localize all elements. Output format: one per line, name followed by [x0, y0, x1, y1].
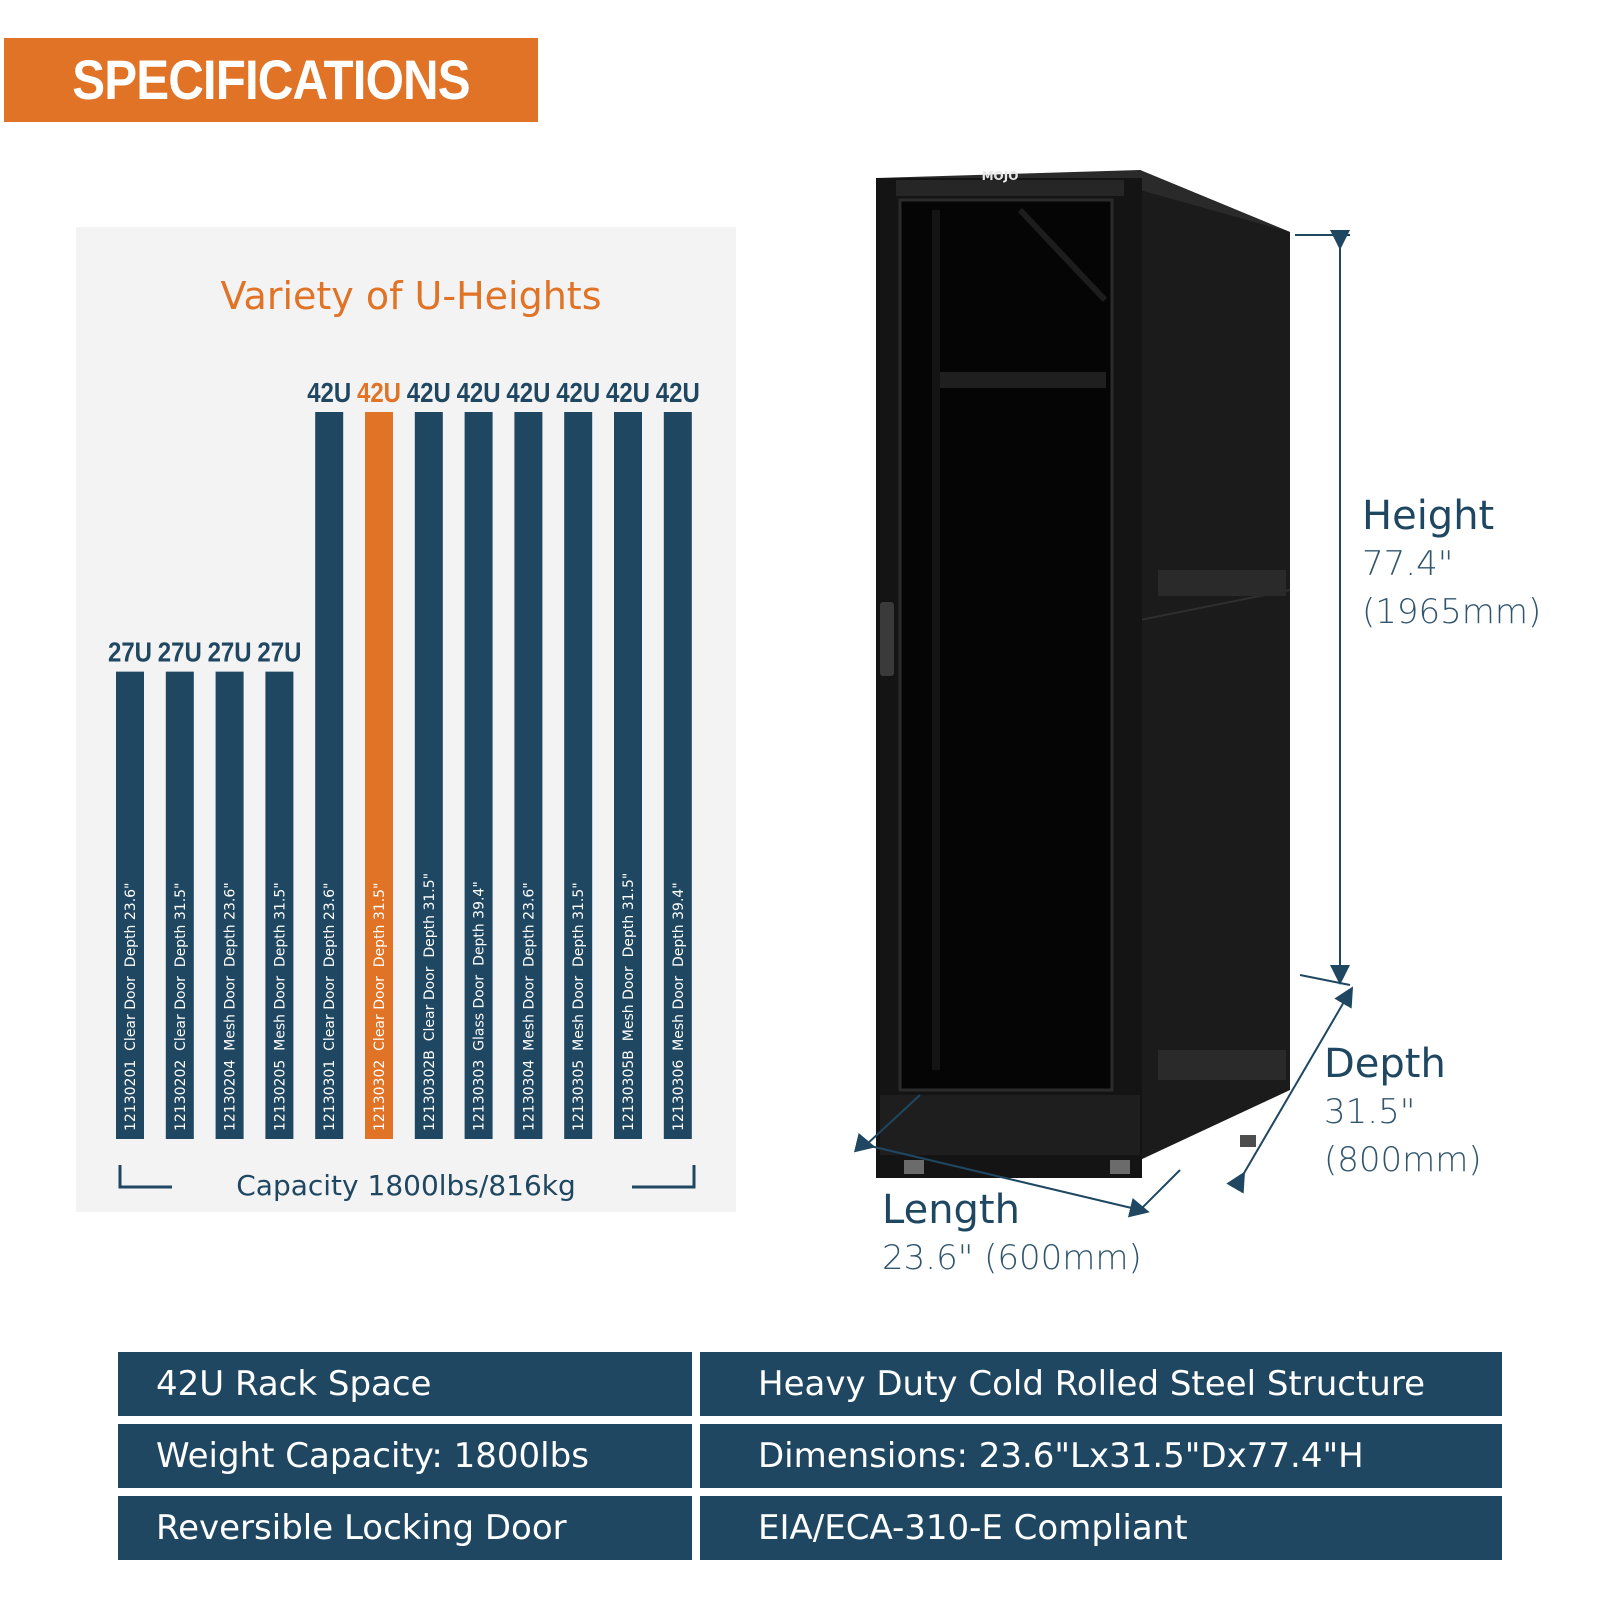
height-value-mm: (1965mm)	[1362, 592, 1542, 632]
bar-value-label: 42U	[457, 377, 501, 408]
depth-label: Depth	[1324, 1041, 1446, 1087]
bar-12130204	[215, 671, 244, 1139]
spec-cell: Heavy Duty Cold Rolled Steel Structure	[700, 1352, 1502, 1416]
u-heights-bar-chart: Variety of U-Heights 27U 12130201 Clear D…	[108, 274, 700, 1202]
rack-rail	[932, 210, 940, 1070]
bar-model-label: 12130302 Clear Door Depth 31.5"	[372, 883, 388, 1132]
bar-12130201	[116, 671, 144, 1139]
bars-layer: 27U 12130201 Clear Door Depth 23.6" 27U 121…	[108, 377, 700, 1139]
bar-value-label: 27U	[208, 637, 252, 668]
bar-model-label: 12130305 Mesh Door Depth 31.5"	[571, 882, 587, 1131]
spec-cell: Dimensions: 23.6"Lx31.5"Dx77.4"H	[700, 1424, 1502, 1488]
bar-value-label: 27U	[257, 637, 301, 668]
height-value-in: 77.4"	[1362, 544, 1454, 584]
spec-cell: 42U Rack Space	[118, 1352, 692, 1416]
bar-model-label: 12130304 Mesh Door Depth 23.6"	[521, 882, 537, 1131]
bar-value-label: 42U	[357, 377, 401, 408]
bar-model-label: 12130204 Mesh Door Depth 23.6"	[223, 882, 239, 1131]
specs-table: 42U Rack Space Heavy Duty Cold Rolled St…	[118, 1352, 1502, 1560]
bar-12130202	[165, 671, 194, 1139]
bar-value-label: 42U	[656, 377, 700, 408]
spec-cell: EIA/ECA-310-E Compliant	[700, 1496, 1502, 1560]
bar-12130306	[663, 412, 692, 1139]
depth-value-in: 31.5"	[1324, 1092, 1416, 1132]
chart-title: Variety of U-Heights	[220, 274, 601, 318]
bar-12130305	[564, 412, 593, 1139]
height-label: Height	[1362, 493, 1495, 539]
length-label: Length	[882, 1187, 1020, 1233]
bar-12130304	[514, 412, 543, 1139]
bar-value-label: 42U	[506, 377, 550, 408]
bar-value-label: 42U	[407, 377, 451, 408]
bar-model-label: 12130306 Mesh Door Depth 39.4"	[671, 882, 687, 1131]
spec-cell: Reversible Locking Door	[118, 1496, 692, 1560]
brand-badge: MOJO	[982, 169, 1019, 183]
spec-text: Weight Capacity: 1800lbs	[156, 1436, 589, 1476]
spec-text: EIA/ECA-310-E Compliant	[758, 1508, 1188, 1548]
bar-value-label: 27U	[158, 637, 202, 668]
bar-model-label: 12130305B Mesh Door Depth 31.5"	[621, 873, 637, 1131]
bar-12130302	[365, 412, 393, 1139]
door-handle	[880, 602, 894, 676]
bar-model-label: 12130201 Clear Door Depth 23.6"	[123, 883, 139, 1132]
bar-12130302B	[414, 412, 443, 1139]
bar-12130205	[265, 671, 294, 1139]
bracket-left	[118, 1165, 172, 1189]
bar-model-label: 12130205 Mesh Door Depth 31.5"	[272, 882, 288, 1131]
spec-cell: Weight Capacity: 1800lbs	[118, 1424, 692, 1488]
bar-12130305B	[614, 412, 642, 1139]
bracket-right	[632, 1165, 696, 1189]
specifications-banner: SPECIFICATIONS	[4, 38, 538, 122]
bar-model-label: 12130301 Clear Door Depth 23.6"	[322, 883, 338, 1132]
bar-model-label: 12130303 Glass Door Depth 39.4"	[472, 881, 488, 1131]
cabinet-side-panel	[1140, 170, 1290, 1160]
length-value: 23.6" (600mm)	[882, 1238, 1142, 1278]
bar-12130301	[315, 412, 344, 1139]
spec-text: Dimensions: 23.6"Lx31.5"Dx77.4"H	[758, 1436, 1364, 1476]
spec-text: Heavy Duty Cold Rolled Steel Structure	[758, 1364, 1426, 1404]
bar-value-label: 27U	[108, 637, 152, 668]
bar-12130303	[464, 412, 493, 1139]
length-dimension	[853, 1094, 1181, 1218]
u-heights-chart-panel: Variety of U-Heights 27U 12130201 Clear D…	[76, 227, 736, 1212]
door-reflection	[1017, 207, 1108, 303]
front-top-vent	[896, 180, 1124, 196]
spec-text: 42U Rack Space	[156, 1364, 432, 1404]
bar-model-label: 12130302B Clear Door Depth 31.5"	[422, 873, 438, 1131]
depth-dimension	[1226, 986, 1354, 1194]
spec-text: Reversible Locking Door	[156, 1508, 567, 1548]
capacity-bracket	[118, 1165, 696, 1189]
power-strip	[936, 372, 1106, 388]
bar-value-label: 42U	[556, 377, 600, 408]
bar-value-label: 42U	[606, 377, 650, 408]
bar-model-label: 12130202 Clear Door Depth 31.5"	[173, 883, 189, 1132]
bar-value-label: 42U	[307, 377, 351, 408]
height-dimension	[1295, 230, 1351, 986]
banner-title: SPECIFICATIONS	[72, 48, 470, 111]
depth-value-mm: (800mm)	[1324, 1140, 1482, 1180]
capacity-footer: Capacity 1800lbs/816kg	[236, 1169, 576, 1202]
